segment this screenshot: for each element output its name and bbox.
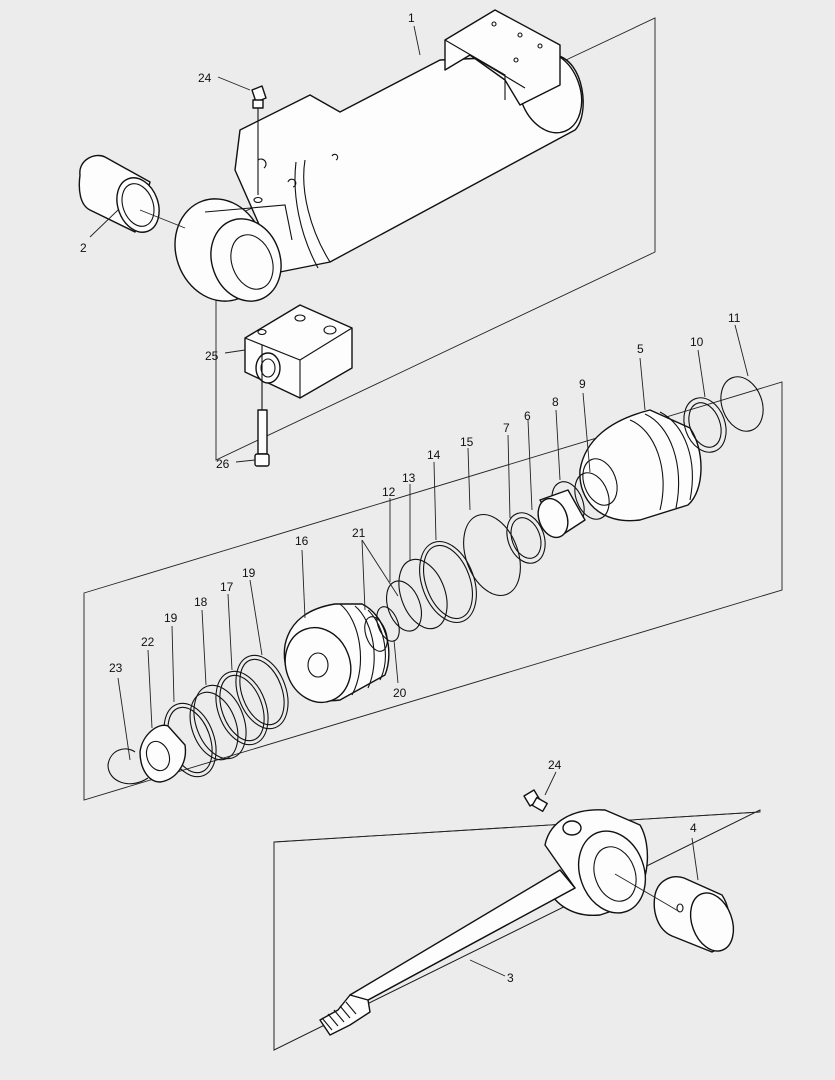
leader-lines [89,25,749,977]
label-part-16: 16 [295,534,309,548]
label-part-24-bottom: 24 [548,758,562,772]
label-part-1: 1 [408,11,415,25]
label-part-25: 25 [205,349,219,363]
label-part-23: 23 [109,661,123,675]
grease-fitting-top [251,85,267,195]
ring-part-6 [506,512,546,564]
label-part-19a: 19 [242,566,256,580]
label-part-18: 18 [194,595,208,609]
label-part-3: 3 [507,971,514,985]
part-labels: 1 2 3 4 5 6 7 8 9 10 11 12 13 14 15 16 1… [80,11,741,985]
ring-part-17 [215,670,269,746]
valve-block [244,304,353,399]
backup-ring-part-15 [463,513,521,597]
piston-part-16 [283,603,390,704]
label-part-13: 13 [402,471,416,485]
ring-part-10 [683,397,727,453]
bolt-part-26 [254,345,270,467]
grease-fitting-bottom [523,789,548,813]
label-part-4: 4 [690,821,697,835]
label-part-17: 17 [220,580,234,594]
snap-ring-part-23 [107,748,149,785]
bushing-part-7 [537,489,586,539]
bushing-part-2 [78,154,160,233]
bushing-part-4 [653,876,735,953]
label-part-21: 21 [352,526,366,540]
ring-part-11 [720,376,764,432]
frame-piston-group [83,381,783,801]
label-part-7: 7 [503,421,510,435]
label-part-12: 12 [382,485,396,499]
gland-part-5 [579,409,702,522]
label-part-26: 26 [216,457,230,471]
label-part-11: 11 [728,311,741,325]
label-part-10: 10 [690,335,704,349]
ring-part-19-right [235,654,289,730]
label-part-6: 6 [524,409,531,423]
label-part-15: 15 [460,435,474,449]
label-part-19b: 19 [164,611,178,625]
frame-rod-group-lines [273,809,761,1051]
ring-part-13 [398,558,448,630]
label-part-14: 14 [427,448,441,462]
label-part-5: 5 [637,342,644,356]
nut-part-22 [139,724,187,783]
wear-ring-part-18 [189,684,247,761]
label-part-8: 8 [552,395,559,409]
seal-part-20 [364,616,388,652]
seal-part-9 [574,472,610,520]
cylinder-barrel [174,9,584,302]
ring-part-12 [385,580,423,632]
label-part-24-top: 24 [198,71,212,85]
label-part-9: 9 [579,377,586,391]
label-part-2: 2 [80,241,87,255]
label-part-22: 22 [141,635,155,649]
piston-rod-part-3 [319,809,649,1036]
label-part-20: 20 [393,686,407,700]
ring-part-14 [419,540,477,624]
